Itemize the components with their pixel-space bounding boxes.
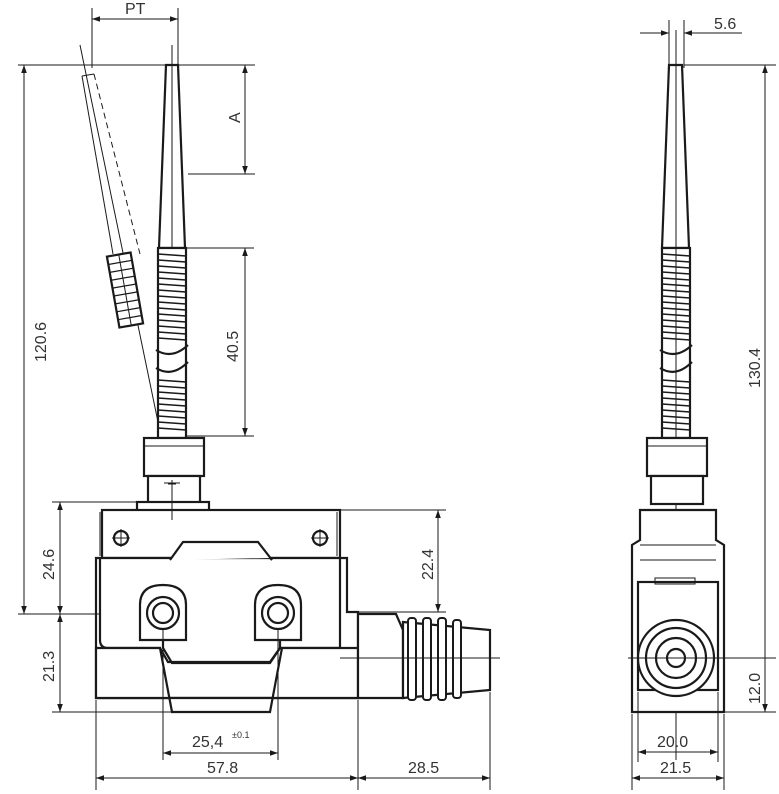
spring-coil — [157, 259, 187, 263]
spring-coil — [157, 289, 187, 293]
dim-body-width-label: 57.8 — [207, 760, 238, 777]
spring-coil — [157, 421, 187, 425]
spring-coil — [157, 391, 187, 395]
dim-spring-length-label: 40.5 — [225, 331, 242, 362]
switch-body — [94, 500, 360, 714]
spring-coil — [157, 307, 187, 311]
front-view-dimensions: PT A 40.5 120.6 24.6 21.3 22.4 25,4 — [18, 1, 491, 790]
dim-inner-width-label: 20.0 — [657, 734, 688, 751]
dim-body-height-label: 24.6 — [41, 549, 58, 580]
mounting-hole-left — [138, 583, 188, 642]
spring-coil — [157, 265, 187, 269]
dim-a-label: A — [227, 112, 244, 123]
dim-total-height-label: 120.6 — [33, 322, 50, 362]
spring-coil — [157, 295, 187, 299]
dim-pt-label: PT — [125, 1, 146, 18]
spring-coil — [157, 277, 187, 281]
spring-coil — [157, 337, 187, 341]
plunger-neck — [142, 436, 206, 506]
spring-coil — [157, 271, 187, 275]
mounting-hole-right — [253, 583, 303, 642]
spring-coil — [157, 409, 187, 413]
side-view — [628, 30, 776, 760]
dim-upper-body-label: 22.4 — [420, 549, 437, 580]
front-view — [79, 44, 500, 714]
spring-coil — [157, 379, 187, 383]
spring-coil — [157, 331, 187, 335]
wand-lever — [155, 45, 189, 525]
spring-coil — [157, 397, 187, 401]
dim-conduit-length-label: 28.5 — [408, 760, 439, 777]
dim-outer-width-label: 21.5 — [660, 760, 691, 777]
spring-coil — [157, 415, 187, 419]
dim-axis-height-label: 12.0 — [747, 673, 764, 704]
dim-mount-tolerance-label: ±0.1 — [232, 730, 249, 740]
deflected-lever-outline — [79, 44, 171, 481]
spring-coil — [157, 283, 187, 287]
conduit-fitting — [340, 612, 500, 701]
dim-mount-pitch-label: 25,4 — [192, 734, 223, 751]
spring-coil — [157, 403, 187, 407]
dim-tip-width-label: 5.6 — [714, 16, 736, 33]
side-view-dimensions: 5.6 130.4 12.0 20.0 21.5 — [631, 16, 776, 790]
spring-coil — [157, 325, 187, 329]
spring-coil — [157, 427, 187, 431]
spring-coil — [157, 301, 187, 305]
spring-coil — [157, 319, 187, 323]
dim-lower-body-label: 21.3 — [41, 651, 58, 682]
spring-coil — [157, 253, 187, 257]
spring-coil — [157, 313, 187, 317]
dim-side-total-height-label: 130.4 — [747, 348, 764, 388]
spring-coil — [157, 385, 187, 389]
